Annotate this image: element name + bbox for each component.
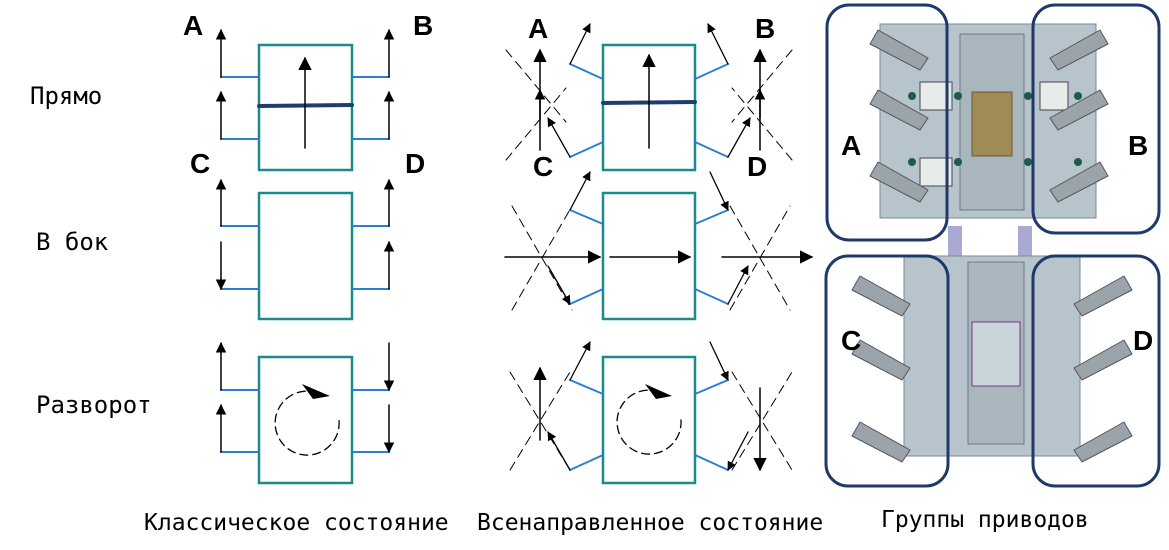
robot-body [601,43,697,172]
robot-body [601,355,697,485]
wheel-d-arrow [727,431,749,471]
wheel-b-arrow [707,23,729,65]
omni-forward [505,23,793,172]
caption-groups: Группы приводов [881,507,1089,533]
top-panel [971,91,1013,157]
classic-label-d: D [405,148,425,179]
classic-forward [215,28,395,172]
wheel-b-arrow [709,341,729,381]
robot-body [601,191,697,321]
omni-label-c: C [533,151,553,182]
group-label-a: A [841,130,861,161]
wheel-c-arrow [547,431,571,471]
classic-column: A B C D [183,10,433,485]
group-label-c: C [841,325,861,356]
robot-body [257,191,354,321]
omni-label-b: B [755,13,775,44]
group-b-outline [1031,3,1161,235]
group-d-outline [1031,254,1161,488]
rotation-arrowhead [645,384,672,399]
row-label-sideways: В бок [36,228,109,256]
group-c-outline [824,254,950,488]
omni-turn [509,341,793,485]
classic-turn [215,341,395,485]
wheel-c-arrow [547,265,571,305]
lower-board [971,321,1021,387]
caption-omni: Всенаправленное состояние [477,510,823,536]
rotation-arc [274,390,340,456]
omni-label-d: D [747,151,767,182]
omni-column: A B C D [504,13,814,485]
caption-classic: Классическое состояние [144,510,449,536]
rotation-arrowhead [302,384,330,399]
actuator-groups-render: A B C D [824,3,1161,488]
robot-body [257,355,354,485]
wheel-c-arrow [547,117,571,158]
wheel-a-arrow [569,171,591,211]
group-label-b: B [1128,130,1148,161]
classic-sideways [215,178,395,321]
omni-label-a: A [528,13,548,44]
wheel-d-arrow [727,265,749,305]
omni-sideways [504,171,814,321]
classic-label-a: A [183,10,203,41]
classic-label-c: C [190,148,210,179]
wheel-a-arrow [569,23,591,65]
wheel-d-arrow [727,117,751,158]
rotation-arc [616,389,682,455]
group-label-d: D [1133,325,1153,356]
row-label-forward: Прямо [30,82,102,110]
wheel-a-arrow [569,341,591,381]
row-label-turn: Разворот [36,391,152,419]
classic-label-b: B [413,10,433,41]
group-a-outline [825,3,949,242]
wheel-b-arrow [709,171,729,211]
